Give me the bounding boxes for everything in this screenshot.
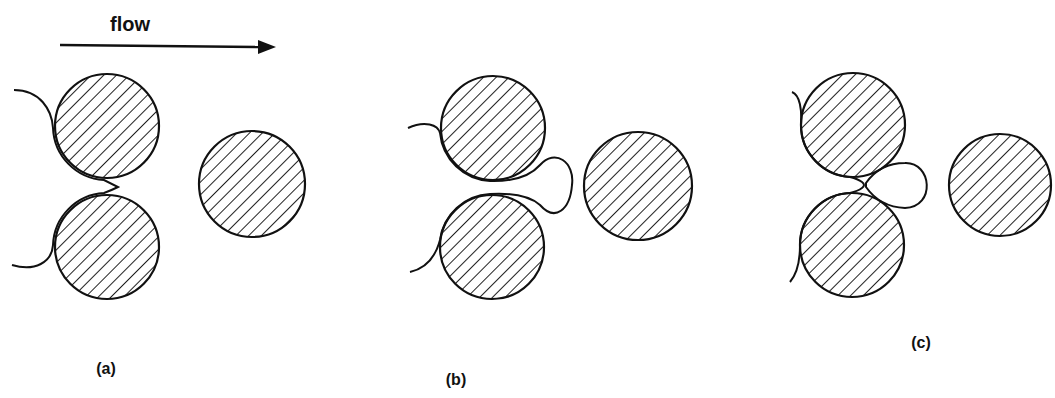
droplet-curve xyxy=(866,163,927,208)
interface-curve xyxy=(790,92,864,282)
panel-label: (c) xyxy=(911,335,931,351)
grain-circle xyxy=(55,195,159,299)
interface-curve xyxy=(408,124,572,272)
interface-curve xyxy=(12,90,118,267)
flow-arrow-shaft xyxy=(60,45,262,47)
flow-arrow-head xyxy=(258,40,276,54)
grain-circle xyxy=(584,132,692,240)
flow-label: flow xyxy=(110,14,150,34)
grain-circle xyxy=(441,76,545,180)
panel-label: (b) xyxy=(446,372,466,388)
grain-circle xyxy=(55,74,159,178)
grain-circle xyxy=(199,131,305,237)
grain-circle xyxy=(440,195,544,299)
panel-label: (a) xyxy=(96,361,116,377)
grain-circle xyxy=(949,134,1051,236)
